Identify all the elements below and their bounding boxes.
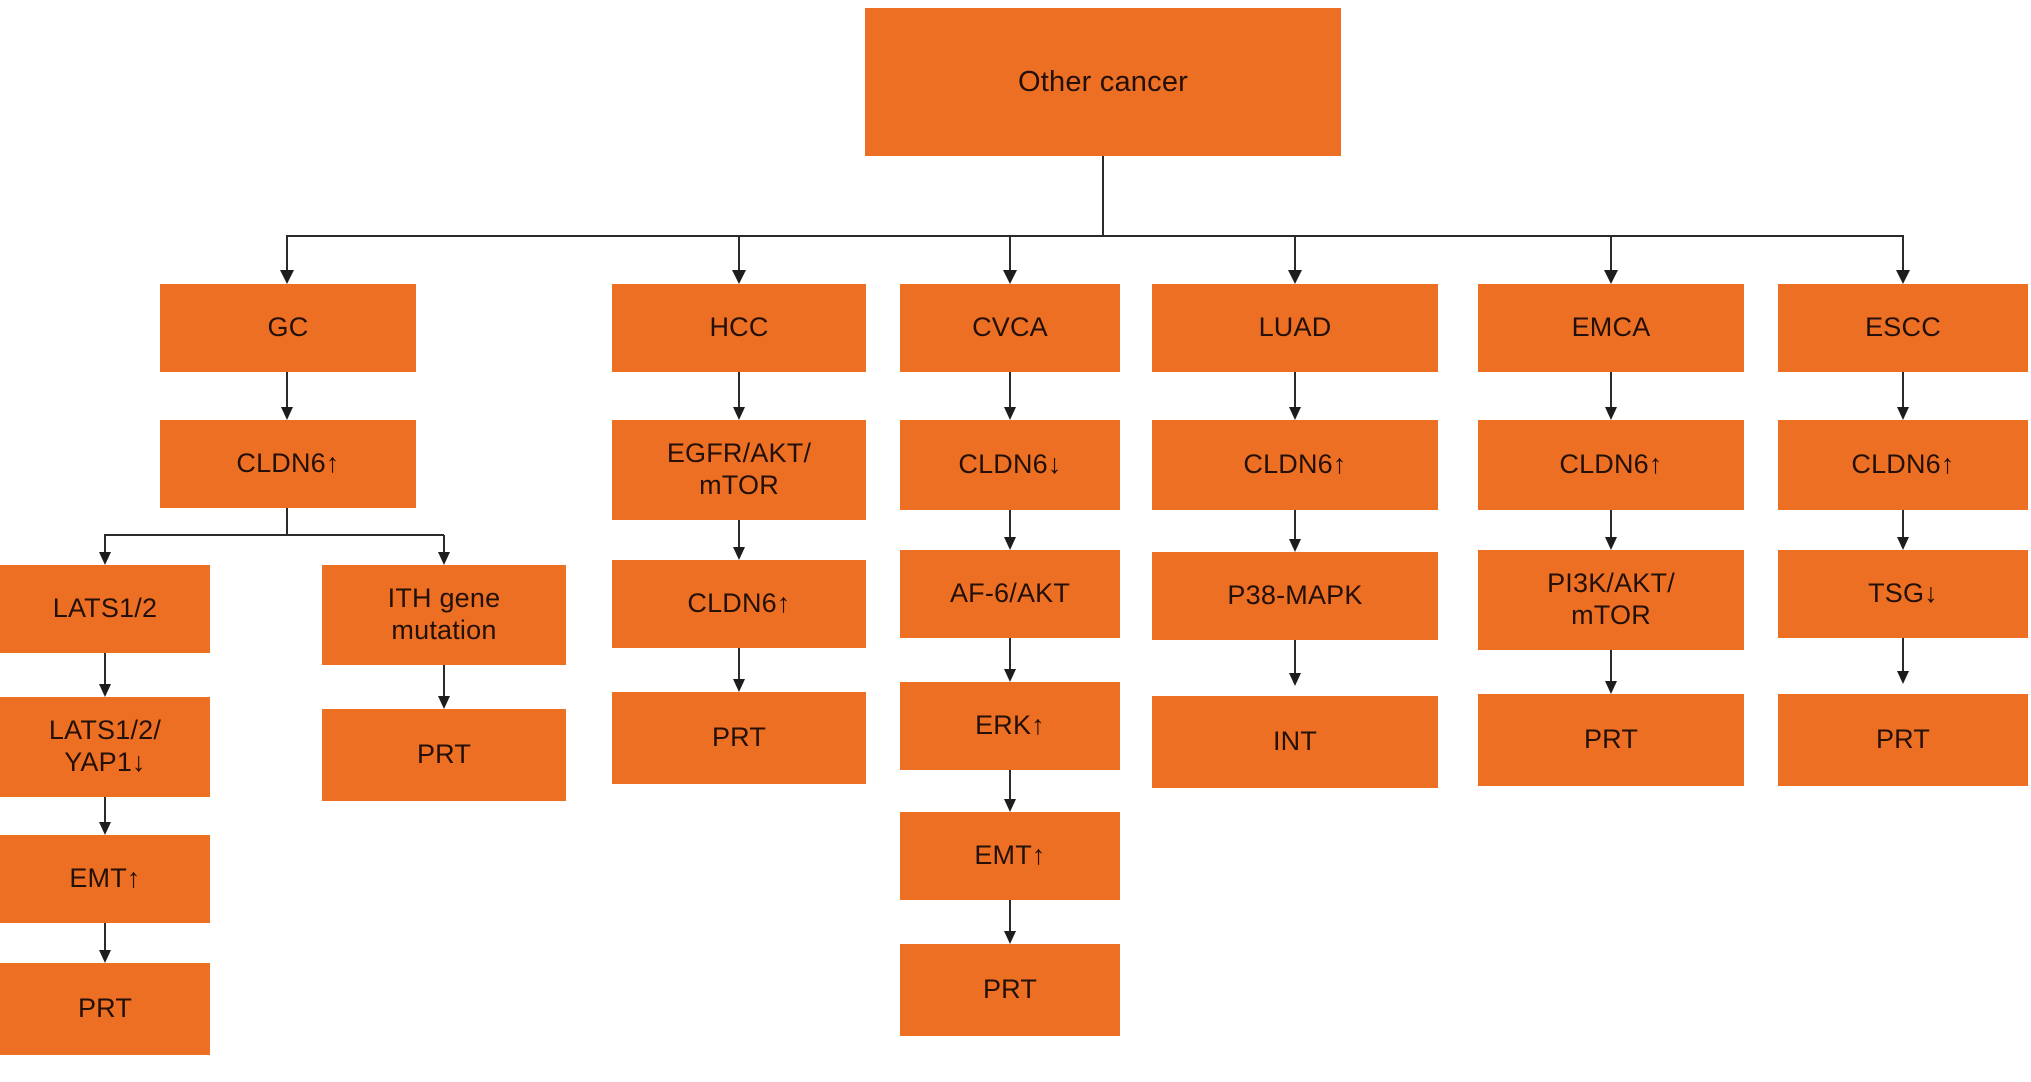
connector-root-stem xyxy=(1102,156,1104,236)
arrowhead-luad xyxy=(1288,270,1302,284)
node-hcc: HCC xyxy=(612,284,866,372)
arrowhead-gc xyxy=(280,270,294,284)
node-cvca-erk: ERK↑ xyxy=(900,682,1120,770)
node-gc: GC xyxy=(160,284,416,372)
connector-gc-split-right xyxy=(443,535,445,555)
arrowhead-emca-cldn6 xyxy=(1605,407,1617,420)
node-luad-p38-mapk: P38-MAPK xyxy=(1152,552,1438,640)
arrowhead-hcc-cldn6 xyxy=(733,547,745,560)
connector-bus-drop-gc xyxy=(286,236,288,272)
connector-cvca-cldn6-to-af6 xyxy=(1009,510,1011,540)
connector-gc-cldn6-stem xyxy=(286,508,288,536)
arrowhead-cvca-erk xyxy=(1004,669,1016,682)
node-cvca-emt: EMT↑ xyxy=(900,812,1120,900)
connector-bus-drop-emca xyxy=(1610,236,1612,272)
node-ith-gene-mutation: ITH gene mutation xyxy=(322,565,566,665)
arrowhead-escc-tsg xyxy=(1897,537,1909,550)
arrowhead-escc xyxy=(1896,270,1910,284)
node-escc-cldn6: CLDN6↑ xyxy=(1778,420,2028,510)
arrowhead-hcc-egfr xyxy=(733,407,745,420)
connector-bus-drop-escc xyxy=(1902,236,1904,272)
node-gc-prt: PRT xyxy=(0,963,210,1055)
node-escc: ESCC xyxy=(1778,284,2028,372)
arrowhead-lats12 xyxy=(99,552,111,565)
arrowhead-gc-prt xyxy=(99,950,111,963)
connector-tsg-to-prt xyxy=(1902,638,1904,674)
connector-hcc-to-egfr xyxy=(738,372,740,410)
node-gc-emt: EMT↑ xyxy=(0,835,210,923)
arrowhead-lats12-yap1 xyxy=(99,684,111,697)
node-emca-pi3k-akt-mtor: PI3K/AKT/ mTOR xyxy=(1478,550,1744,650)
connector-emca-to-cldn6 xyxy=(1610,372,1612,410)
node-luad-int: INT xyxy=(1152,696,1438,788)
connector-hcc-cldn6-to-prt xyxy=(738,648,740,682)
connector-gc-split-left xyxy=(104,535,106,555)
connector-ith-to-prt xyxy=(443,665,445,699)
node-cvca: CVCA xyxy=(900,284,1120,372)
arrowhead-emca xyxy=(1604,270,1618,284)
node-hcc-cldn6: CLDN6↑ xyxy=(612,560,866,648)
connector-egfr-to-cldn6 xyxy=(738,520,740,550)
arrowhead-cvca-prt xyxy=(1004,931,1016,944)
connector-p38-to-int xyxy=(1294,640,1296,676)
arrowhead-luad-cldn6 xyxy=(1289,407,1301,420)
node-gc-cldn6: CLDN6↑ xyxy=(160,420,416,508)
node-hcc-egfr-akt-mtor: EGFR/AKT/ mTOR xyxy=(612,420,866,520)
arrowhead-escc-cldn6 xyxy=(1897,407,1909,420)
connector-bus-drop-luad xyxy=(1294,236,1296,272)
connector-luad-to-cldn6 xyxy=(1294,372,1296,410)
arrowhead-luad-int xyxy=(1289,673,1301,686)
arrowhead-escc-prt xyxy=(1897,671,1909,684)
arrowhead-emca-pi3k xyxy=(1605,537,1617,550)
connector-escc-cldn6-to-tsg xyxy=(1902,510,1904,540)
connector-erk-to-emt xyxy=(1009,770,1011,802)
node-emca-cldn6: CLDN6↑ xyxy=(1478,420,1744,510)
connector-cvca-to-cldn6 xyxy=(1009,372,1011,410)
connector-luad-cldn6-to-p38 xyxy=(1294,510,1296,542)
node-lats12: LATS1/2 xyxy=(0,565,210,653)
connector-gc-split-bus xyxy=(104,534,444,536)
arrowhead-cvca-cldn6 xyxy=(1004,407,1016,420)
arrowhead-hcc xyxy=(732,270,746,284)
connector-pi3k-to-prt xyxy=(1610,650,1612,684)
arrowhead-luad-p38 xyxy=(1289,539,1301,552)
node-cvca-cldn6: CLDN6↓ xyxy=(900,420,1120,510)
arrowhead-hcc-prt xyxy=(733,679,745,692)
node-lats12-yap1: LATS1/2/ YAP1↓ xyxy=(0,697,210,797)
connector-cvca-emt-to-prt xyxy=(1009,900,1011,934)
connector-yap1-to-emt xyxy=(104,797,106,825)
connector-lats12-to-yap1 xyxy=(104,653,106,687)
node-hcc-prt: PRT xyxy=(612,692,866,784)
arrowhead-gc-cldn6 xyxy=(281,407,293,420)
arrowhead-ith xyxy=(438,552,450,565)
connector-escc-to-cldn6 xyxy=(1902,372,1904,410)
node-cvca-prt: PRT xyxy=(900,944,1120,1036)
node-ith-prt: PRT xyxy=(322,709,566,801)
connector-af6-to-erk xyxy=(1009,638,1011,672)
node-escc-tsg: TSG↓ xyxy=(1778,550,2028,638)
arrowhead-cvca-emt xyxy=(1004,799,1016,812)
arrowhead-gc-emt xyxy=(99,822,111,835)
node-luad-cldn6: CLDN6↑ xyxy=(1152,420,1438,510)
connector-bus-drop-hcc xyxy=(738,236,740,272)
connector-gc-emt-to-prt xyxy=(104,923,106,953)
node-cvca-af6-akt: AF-6/AKT xyxy=(900,550,1120,638)
connector-bus-drop-cvca xyxy=(1009,236,1011,272)
arrowhead-cvca xyxy=(1003,270,1017,284)
node-emca: EMCA xyxy=(1478,284,1744,372)
arrowhead-ith-prt xyxy=(438,696,450,709)
node-escc-prt: PRT xyxy=(1778,694,2028,786)
arrowhead-cvca-af6 xyxy=(1004,537,1016,550)
connector-gc-to-cldn6 xyxy=(286,372,288,410)
connector-distribution-bus xyxy=(286,235,1904,237)
node-emca-prt: PRT xyxy=(1478,694,1744,786)
node-other-cancer: Other cancer xyxy=(865,8,1341,156)
node-luad: LUAD xyxy=(1152,284,1438,372)
connector-emca-cldn6-to-pi3k xyxy=(1610,510,1612,540)
arrowhead-emca-prt xyxy=(1605,681,1617,694)
